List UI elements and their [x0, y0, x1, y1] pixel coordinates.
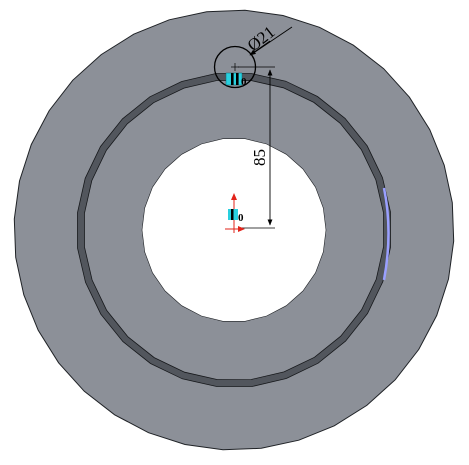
groove-edge[interactable] — [77, 73, 391, 387]
relation-label-top: 0 — [241, 76, 247, 88]
relation-label-origin: 0 — [238, 212, 244, 224]
groove-highlight — [382, 187, 390, 281]
diameter-arrow — [249, 40, 271, 56]
origin-icon[interactable]: 0 — [225, 193, 245, 233]
distance-dimension-label[interactable]: 85 — [250, 149, 269, 166]
diameter-leader-line — [254, 26, 293, 53]
groove-inner-edge — [83, 79, 385, 381]
coincident-relation-icon[interactable]: 0 — [225, 72, 247, 88]
groove-outer-edge — [77, 73, 391, 387]
